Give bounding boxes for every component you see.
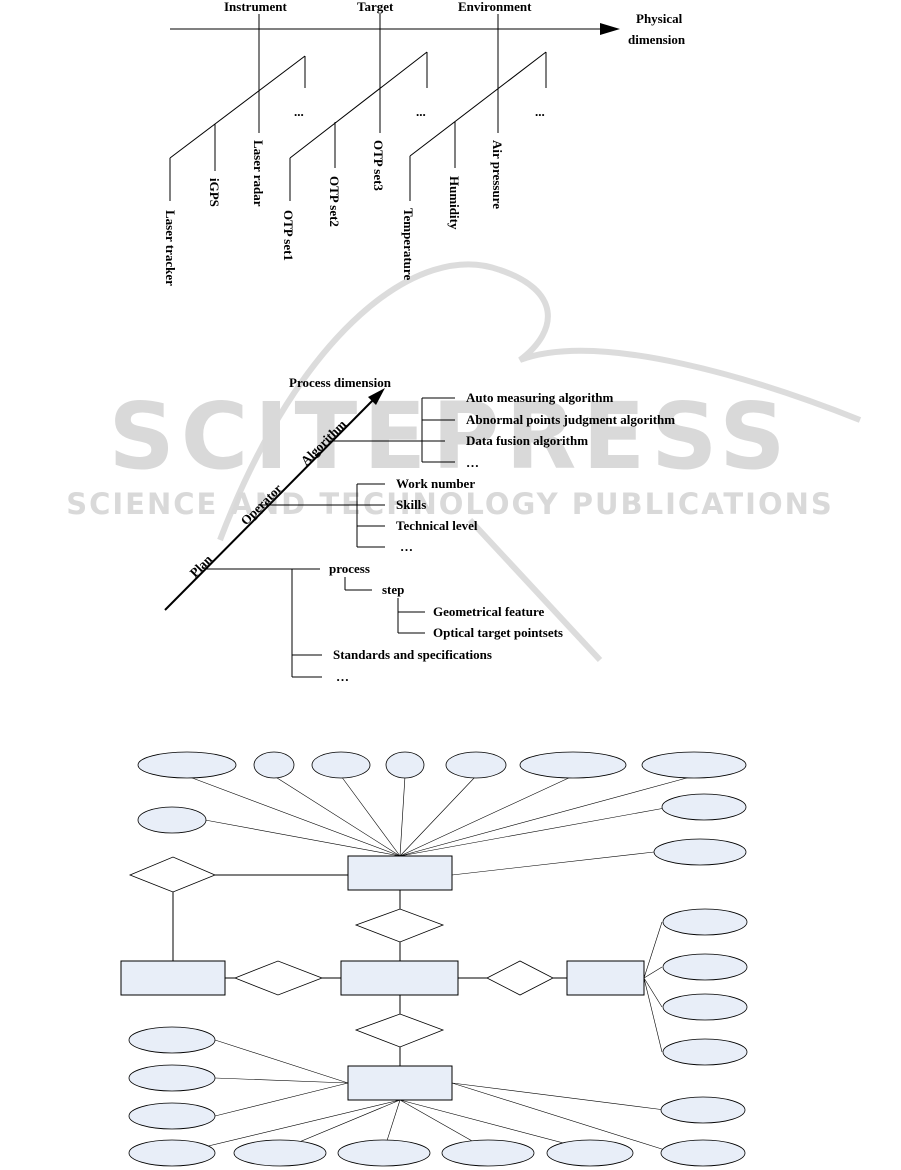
attribute-ellipse [519, 751, 627, 779]
category-label-instrument: Instrument [224, 0, 288, 14]
attribute-ellipse [662, 953, 748, 981]
attribute-ellipse [662, 1038, 748, 1066]
entity-right [566, 960, 645, 996]
watermark: SCITEPRESS SCIENCE AND TECHNOLOGY PUBLIC… [66, 261, 862, 663]
attribute-ellipse [653, 838, 747, 866]
attribute-ellipse [311, 751, 371, 779]
process-axis-arrowhead [368, 388, 385, 405]
attribute-ellipse [128, 1102, 216, 1130]
physical-axis-label-line1: Physical [636, 11, 683, 26]
relationship-top-center [354, 908, 445, 943]
step-item-optical-target-pointsets: Optical target pointsets [433, 625, 563, 640]
operator-item-work-number: Work number [396, 476, 475, 491]
physical-axis-label-line2: dimension [628, 32, 686, 47]
attribute-ellipse [128, 1139, 216, 1167]
plan-item-process: process [329, 561, 370, 576]
item-temperature: Temperature [401, 208, 416, 280]
plan-item-step: step [382, 582, 404, 597]
physical-dimension-diagram: Physical dimension Instrument Laser trac… [163, 0, 686, 286]
instrument-diagonal [169, 55, 306, 159]
er-diagram [120, 751, 748, 1167]
category-label-target: Target [357, 0, 394, 14]
attribute-ellipse [641, 751, 747, 779]
item-otp-set2: OTP set2 [327, 176, 342, 227]
item-igps: iGPS [207, 178, 222, 207]
attribute-ellipse [662, 993, 748, 1021]
target-diagonal [289, 51, 428, 159]
item-air-pressure: Air pressure [490, 140, 505, 209]
entity-bottom [347, 1065, 453, 1101]
plan-item-standards: Standards and specifications [333, 647, 492, 662]
er-edges [172, 775, 695, 1151]
attribute-ellipse [660, 1096, 746, 1124]
attribute-ellipse [253, 751, 295, 779]
attribute-ellipse [445, 751, 507, 779]
algorithm-item-data-fusion: Data fusion algorithm [466, 433, 588, 448]
attribute-ellipse [128, 1064, 216, 1092]
attribute-ellipse [385, 751, 425, 779]
attribute-ellipse [546, 1139, 634, 1167]
attribute-ellipse [233, 1139, 327, 1167]
attribute-ellipse [128, 1026, 216, 1054]
item-environment-more: ... [535, 104, 545, 119]
attribute-ellipse [660, 1139, 746, 1167]
operator-item-skills: Skills [396, 497, 426, 512]
attribute-ellipse [137, 751, 237, 779]
watermark-subtitle-text: SCIENCE AND TECHNOLOGY PUBLICATIONS [66, 487, 834, 521]
attribute-ellipse [441, 1139, 535, 1167]
relationship-bottom-center [354, 1013, 445, 1048]
operator-item-more: … [400, 539, 413, 554]
relationship-left-center [233, 960, 324, 996]
item-otp-set3: OTP set3 [371, 140, 386, 191]
attribute-ellipse [137, 806, 207, 834]
algorithm-item-abnormal-points: Abnormal points judgment algorithm [466, 412, 675, 427]
environment-diagonal [409, 51, 547, 157]
attribute-ellipse [337, 1139, 431, 1167]
item-laser-radar: Laser radar [251, 140, 266, 207]
item-target-more: ... [416, 104, 426, 119]
attribute-ellipse [661, 793, 747, 821]
branch-label-plan: Plan [187, 551, 216, 580]
attribute-ellipse [662, 908, 748, 936]
item-instrument-more: ... [294, 104, 304, 119]
algorithm-item-more: … [466, 455, 479, 470]
item-humidity: Humidity [447, 176, 462, 230]
entity-top [347, 855, 453, 891]
relationship-center-right [486, 960, 554, 996]
entity-left [120, 960, 226, 996]
item-laser-tracker: Laser tracker [163, 210, 178, 286]
watermark-logo-text: SCITEPRESS [108, 383, 791, 490]
operator-item-technical-level: Technical level [396, 518, 478, 533]
algorithm-item-auto-measuring: Auto measuring algorithm [466, 390, 614, 405]
entity-center [340, 960, 459, 996]
item-otp-set1: OTP set1 [281, 210, 296, 261]
physical-axis-arrowhead [600, 23, 620, 35]
step-item-geometrical-feature: Geometrical feature [433, 604, 545, 619]
plan-item-more: … [336, 669, 349, 684]
process-axis-label: Process dimension [289, 375, 392, 390]
relationship-top-left [128, 856, 217, 893]
process-axis-line [164, 397, 376, 611]
category-label-environment: Environment [458, 0, 532, 14]
